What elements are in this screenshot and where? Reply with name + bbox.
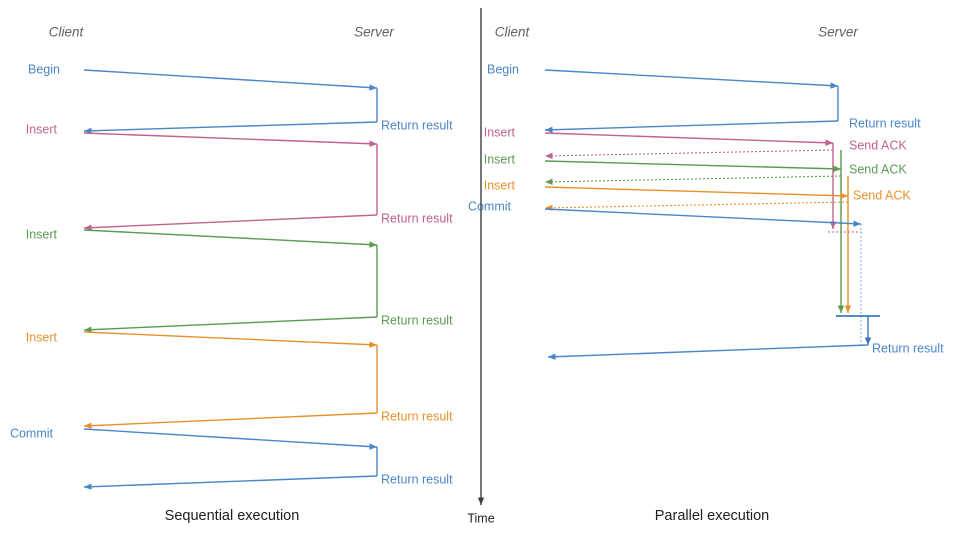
message-line [544, 201, 849, 209]
server-lane-header: Server [354, 25, 394, 40]
message-label-3: Return result [381, 211, 453, 225]
message-line [544, 208, 862, 225]
message-arrowhead [833, 165, 841, 172]
message-line [544, 175, 842, 183]
message-0 [83, 69, 378, 91]
message-label-9: Return result [872, 341, 944, 355]
message-line [544, 120, 839, 131]
message-arrowhead [830, 82, 838, 89]
message-3 [544, 149, 834, 160]
message-arrowhead [548, 353, 556, 360]
message-4 [83, 229, 378, 248]
message-5 [83, 316, 378, 333]
message-label-6: Insert [484, 178, 516, 192]
message-arrowhead [545, 178, 553, 186]
message-7 [83, 412, 378, 429]
message-arrowhead [825, 139, 833, 146]
message-arrowhead [369, 341, 377, 348]
time-axis: Time [467, 8, 495, 525]
message-line [83, 132, 378, 145]
message-label-8: Commit [10, 426, 54, 440]
message-arrowhead [84, 127, 92, 134]
message-label-8: Commit [468, 199, 512, 213]
message-label-9: Return result [381, 472, 453, 486]
message-line [83, 214, 378, 229]
message-0 [544, 69, 839, 89]
message-label-3: Send ACK [849, 138, 907, 152]
message-8 [544, 208, 862, 227]
message-arrowhead [84, 422, 92, 429]
worker-lane-arrowhead [837, 305, 845, 313]
message-arrowhead [84, 483, 92, 490]
message-label-7: Return result [381, 409, 453, 423]
message-line [83, 428, 378, 448]
message-label-4: Insert [484, 152, 516, 166]
message-9 [547, 344, 869, 360]
message-arrowhead [84, 326, 92, 333]
message-line [83, 412, 378, 427]
worker-lane-arrowhead [864, 337, 872, 345]
message-label-5: Return result [381, 313, 453, 327]
time-axis-arrowhead [477, 497, 485, 505]
message-arrowhead [840, 192, 848, 199]
message-9 [83, 475, 378, 490]
message-7 [544, 201, 849, 212]
message-line [547, 344, 869, 358]
message-line [544, 186, 849, 197]
message-arrowhead [369, 241, 377, 248]
message-arrowhead [853, 220, 861, 227]
message-1 [544, 120, 839, 133]
message-6 [83, 331, 378, 348]
message-arrowhead [369, 443, 377, 450]
message-label-1: Return result [381, 118, 453, 132]
client-lane-header: Client [495, 25, 531, 40]
message-line [83, 69, 378, 89]
message-line [544, 69, 839, 87]
panel-caption: Sequential execution [165, 508, 300, 524]
message-1 [83, 121, 378, 134]
message-2 [544, 132, 834, 146]
message-label-2: Insert [484, 125, 516, 139]
message-line [544, 149, 834, 157]
message-line [83, 121, 378, 132]
message-arrowhead [545, 204, 553, 212]
message-label-0: Begin [487, 62, 519, 76]
message-line [83, 331, 378, 346]
time-axis-label: Time [467, 511, 494, 525]
message-line [83, 475, 378, 488]
message-6 [544, 186, 849, 199]
message-label-6: Insert [26, 330, 58, 344]
message-label-4: Insert [26, 227, 58, 241]
message-4 [544, 160, 842, 172]
message-arrowhead [369, 84, 377, 91]
message-line [83, 229, 378, 246]
message-arrowhead [369, 140, 377, 147]
message-label-7: Send ACK [853, 188, 911, 202]
message-label-2: Insert [26, 122, 58, 136]
message-arrowhead [545, 152, 553, 160]
panel-caption: Parallel execution [655, 508, 769, 524]
message-3 [83, 214, 378, 231]
message-arrowhead [84, 224, 92, 231]
message-label-5: Send ACK [849, 162, 907, 176]
message-arrowhead [545, 126, 553, 133]
message-line [83, 316, 378, 331]
message-line [544, 132, 834, 144]
message-8 [83, 428, 378, 450]
message-label-1: Return result [849, 116, 921, 130]
message-2 [83, 132, 378, 147]
client-lane-header: Client [49, 25, 85, 40]
message-line [544, 160, 842, 170]
message-5 [544, 175, 842, 186]
message-label-0: Begin [28, 62, 60, 76]
server-lane-header: Server [818, 25, 858, 40]
worker-lane-arrowhead [844, 305, 852, 313]
